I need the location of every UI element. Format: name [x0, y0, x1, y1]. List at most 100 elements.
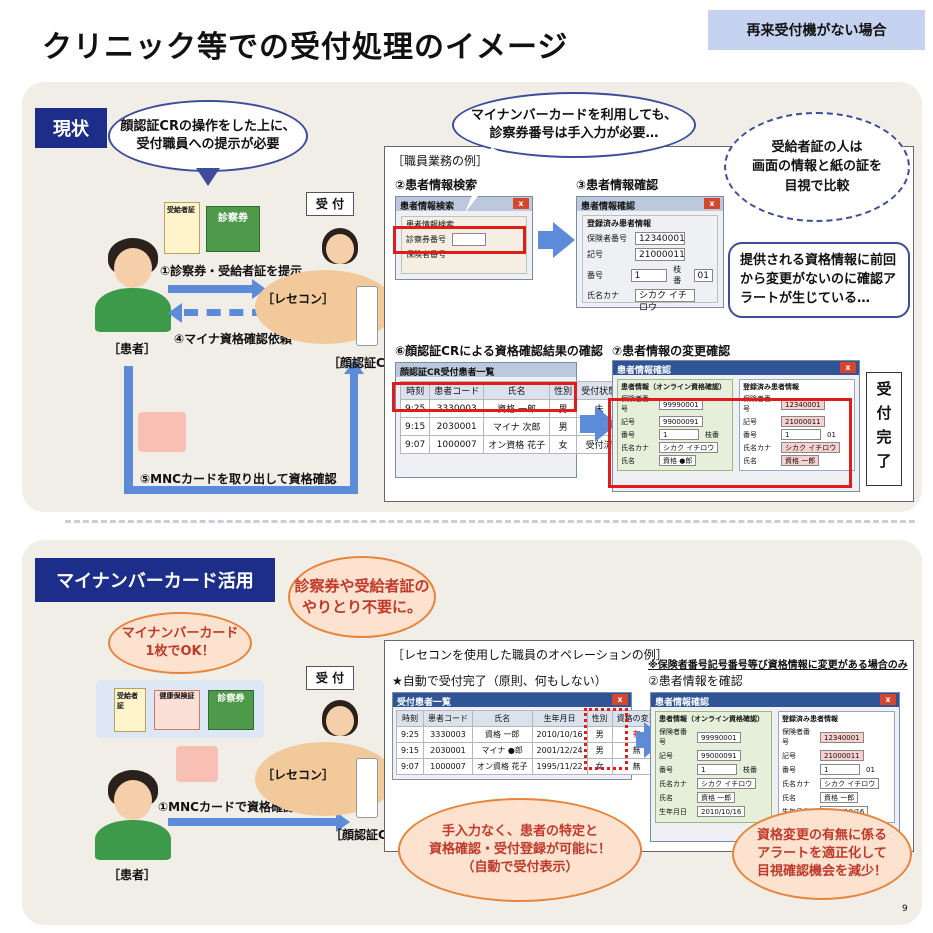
field-label: 氏名: [621, 456, 635, 465]
branch-field[interactable]: 01: [693, 268, 713, 282]
card-shinsatsu: 診察券: [206, 206, 260, 252]
field-label: 保険者番号: [659, 728, 687, 746]
bubble-alert-optimize: 資格変更の有無に係る アラートを適正化して 目視確認機会を減少！: [732, 808, 912, 900]
close-icon[interactable]: x: [840, 362, 856, 373]
close-icon[interactable]: x: [880, 694, 896, 705]
bubble-manual-input: マイナンバーカードを利用しても、 診察券番号は手入力が必要…: [452, 92, 696, 158]
field-label: 番号: [621, 430, 635, 439]
group-label: 登録済み患者情報: [743, 383, 799, 391]
field-value: 99000091: [697, 750, 741, 761]
cell: マイナ 次郎: [483, 417, 551, 436]
field-value: 21000011: [781, 416, 825, 427]
field-label: 記号: [659, 751, 673, 760]
col-header: 患者コード: [422, 710, 473, 727]
card-health: 健康保険証: [154, 690, 200, 730]
kana-name-field[interactable]: シカク イチロウ: [635, 289, 695, 313]
branch-label: 枝番: [705, 430, 719, 439]
card-jukyu-label: 受給者証: [117, 692, 138, 710]
field-label: 番号: [743, 430, 757, 439]
highlight-change: [608, 398, 852, 488]
arrow-to-cr: [168, 818, 338, 826]
arrow-request: [184, 309, 266, 316]
card-health-label: 健康保険証: [159, 692, 195, 700]
highlight-card-number: [393, 226, 526, 254]
col-header: 生年月日: [531, 710, 588, 727]
arrow-2-3-head: [553, 222, 575, 258]
field-value: 12340001: [820, 731, 864, 743]
future-step-1: ①MNCカードで資格確認: [158, 800, 295, 814]
step-1: ①診察券・受給者証を提示: [160, 264, 303, 278]
reception-sign: 受 付: [306, 192, 354, 216]
close-icon[interactable]: x: [612, 694, 628, 705]
field-label: 番号: [587, 270, 603, 280]
bubble-no-manual-input: 手入力なく、患者の特定と 資格確認・受付登録が可能に！ （自動で受付表示）: [398, 798, 642, 902]
recepcom-label: ［レセコン］: [262, 292, 335, 306]
group-label: 患者情報（オンライン資格確認）: [621, 383, 726, 391]
field-label: 診察券番号: [406, 235, 446, 244]
cell: 9:15: [396, 742, 424, 759]
patient-body: [95, 820, 171, 860]
bubble-alert: 提供される資格情報に前回 から変更がないのに確認ア ラートが生じている…: [728, 242, 910, 318]
branch-label: 枝番: [673, 265, 682, 285]
col-header: 氏名: [471, 710, 533, 727]
insurer-number-field[interactable]: 12340001: [635, 232, 685, 245]
cell: 3330003: [422, 726, 473, 743]
field-label: 保険者番号: [782, 728, 810, 746]
step-2: ②患者情報検索: [395, 178, 478, 192]
col-header: 受付状態: [576, 381, 623, 400]
window-title: 患者情報確認: [617, 366, 672, 376]
card-number-input[interactable]: [452, 233, 486, 246]
symbol-field[interactable]: 21000011: [635, 248, 685, 261]
step-6: ⑥顔認証CRによる資格確認結果の確認: [395, 344, 603, 358]
arrow-present: [168, 285, 254, 293]
staff-face: [326, 234, 354, 264]
window-title: 患者情報検索: [400, 202, 455, 212]
window-title: 顔認証CR受付患者一覧: [400, 368, 495, 378]
card-jukyu: 受給者証: [114, 688, 146, 732]
col-header: 時刻: [396, 710, 424, 727]
face-cr-device: [356, 286, 378, 346]
arrow-to-cr-head: [336, 812, 350, 832]
cell: 資格 一郎: [471, 726, 533, 743]
page-title: クリニック等での受付処理のイメージ: [42, 30, 569, 65]
patient-face: [114, 780, 152, 820]
window-title: 受付患者一覧: [397, 698, 452, 708]
step-4: ④マイナ資格確認依頼: [174, 332, 292, 346]
branch-label: 枝番: [743, 765, 757, 774]
mnc-card-icon: [176, 746, 218, 782]
cell: 2001/12/24: [531, 742, 588, 759]
field-value: 99000091: [659, 416, 703, 427]
branch-value: 01: [866, 765, 875, 774]
arrow-2-3: [538, 231, 554, 249]
cell: オン資格 花子: [483, 435, 551, 454]
arrow-list-detail: [636, 732, 646, 748]
highlight-change-column: [584, 708, 628, 770]
close-icon[interactable]: x: [513, 198, 529, 209]
staff-work-caption: ［職員業務の例］: [392, 154, 489, 168]
auto-complete-note: ★自動で受付完了（原則、何もしない）: [392, 674, 607, 688]
card-jukyu-label: 受給者証: [167, 206, 195, 214]
field-label: 氏名: [659, 793, 673, 802]
field-label: 記号: [587, 250, 603, 259]
field-label: 氏名カナ: [659, 779, 687, 788]
field-value: 1: [659, 429, 699, 440]
cell: 男: [549, 417, 578, 436]
field-value: シカク イチロウ: [697, 778, 757, 789]
field-label: 番号: [659, 765, 673, 774]
field-label: 氏名: [743, 456, 757, 465]
close-icon[interactable]: x: [704, 198, 720, 209]
bubble-one-card: マイナンバーカード 1枚でOK！: [108, 612, 252, 674]
field-label: 氏名カナ: [782, 779, 810, 788]
bubble-tail: [196, 168, 220, 186]
number-field[interactable]: 1: [630, 268, 668, 282]
mnc-card-icon: [138, 412, 186, 452]
field-value: シカク イチロウ: [820, 778, 880, 789]
cell: 9:07: [399, 435, 431, 454]
card-jukyu: 受給者証: [164, 202, 200, 254]
field-label: 生年月日: [659, 807, 687, 816]
cell: 9:07: [396, 758, 424, 775]
cell: 9:15: [399, 417, 431, 436]
